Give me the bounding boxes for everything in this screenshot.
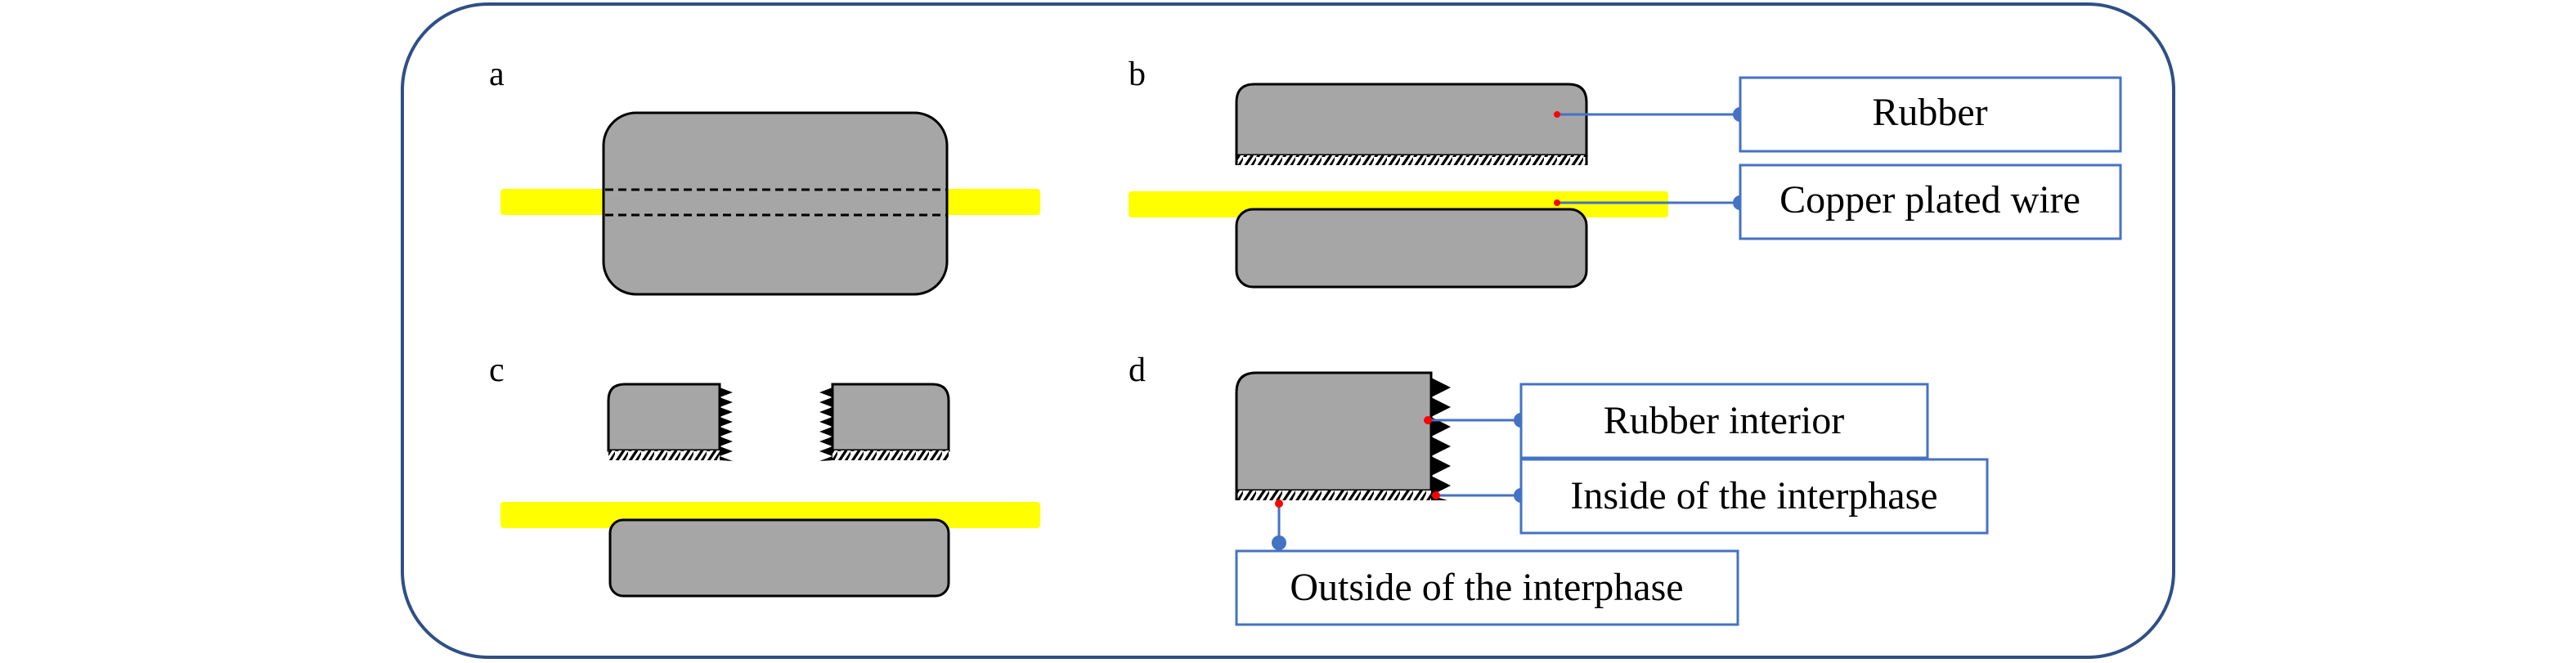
rubber-block	[602, 111, 949, 296]
rubber-fragment-left	[607, 383, 721, 452]
panel-b: b Rubber Copper plated wire	[1129, 56, 2122, 289]
interphase-hatch	[832, 450, 949, 460]
rubber-block-lower	[608, 518, 950, 598]
inside-interphase-label-box	[1519, 458, 1989, 535]
marker-dot	[1554, 199, 1560, 206]
inside-interphase-label: Inside of the interphase	[1570, 474, 1937, 517]
panel-c-letter: c	[489, 352, 505, 389]
interphase-hatch	[1236, 491, 1431, 500]
rubber-label: Rubber	[1872, 91, 1987, 134]
rubber-block	[1235, 371, 1433, 492]
panel-a-letter: a	[489, 56, 505, 93]
rubber-fragment-right	[831, 383, 950, 452]
wire-label-box	[1739, 164, 2122, 240]
interphase-hatch	[608, 450, 720, 460]
rubber-block-upper	[1235, 83, 1588, 157]
rubber-label-box	[1739, 76, 2122, 153]
panel-a: a	[489, 56, 1040, 296]
rupture-teeth	[720, 387, 733, 461]
rubber-block-lower	[1235, 208, 1588, 289]
wire-label: Copper plated wire	[1779, 178, 2080, 222]
marker-dot	[1275, 499, 1283, 508]
interphase-hatch	[1236, 155, 1586, 165]
marker-dot	[1424, 416, 1432, 424]
panel-c: c	[489, 352, 1040, 598]
rupture-teeth	[1431, 378, 1451, 500]
panel-d-letter: d	[1129, 352, 1146, 389]
rubber-interior-label: Rubber interior	[1604, 399, 1845, 442]
leader-end-dot	[1272, 535, 1286, 550]
marker-dot	[1554, 111, 1560, 118]
panel-d: d Rubber interior Inside of the interpha…	[1129, 352, 1989, 626]
rupture-teeth	[819, 387, 832, 461]
panel-b-letter: b	[1129, 56, 1146, 93]
rubber-interior-label-box	[1519, 383, 1929, 459]
outside-interphase-label-box	[1235, 549, 1739, 626]
marker-dot	[1432, 491, 1440, 499]
outside-interphase-label: Outside of the interphase	[1290, 566, 1683, 609]
